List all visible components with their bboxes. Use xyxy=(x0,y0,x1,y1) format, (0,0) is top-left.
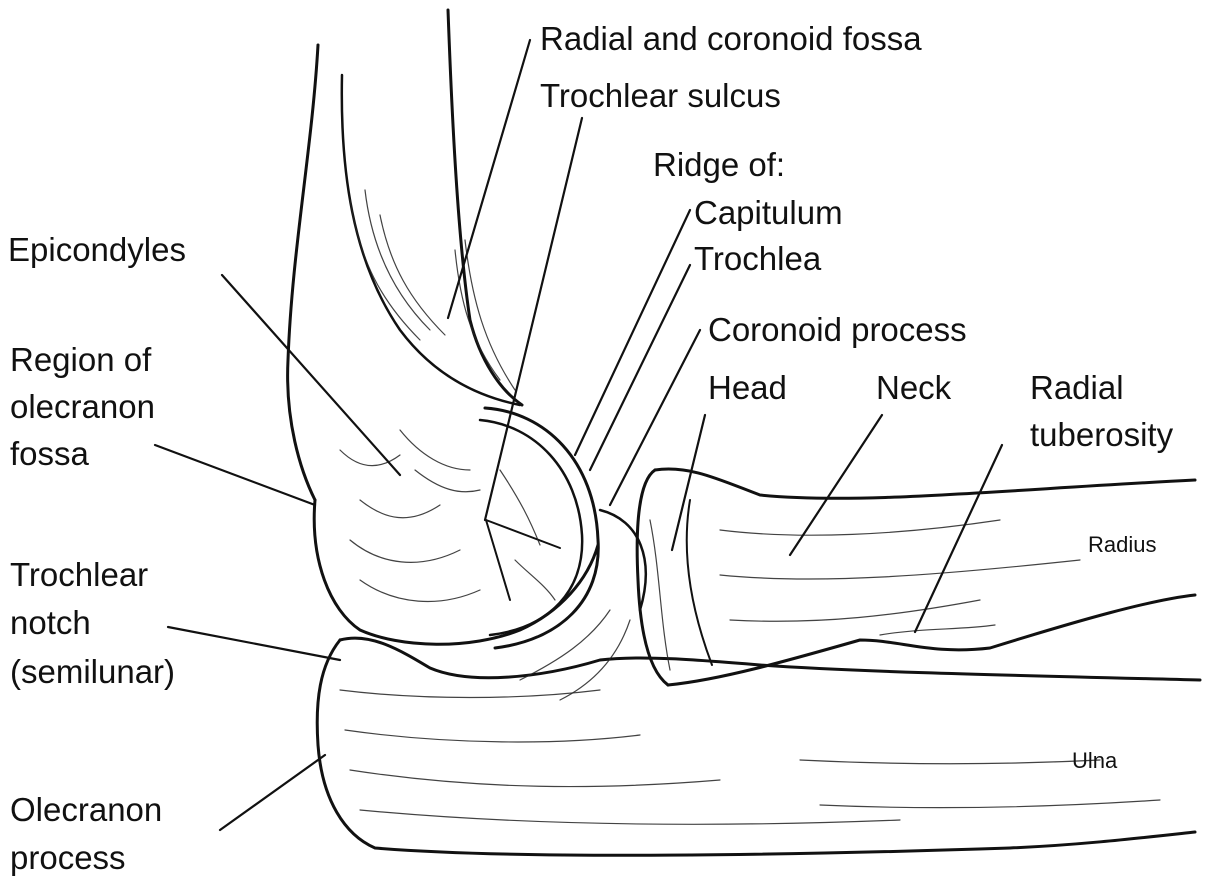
leader-head xyxy=(672,415,705,550)
radius xyxy=(637,469,1195,685)
label-neck: Neck xyxy=(876,368,951,408)
leader-region-olecranon xyxy=(155,445,315,505)
label-epicondyles: Epicondyles xyxy=(8,230,186,270)
leader-trochlear-sulcus xyxy=(485,118,582,520)
label-radial-coronoid-fossa: Radial and coronoid fossa xyxy=(540,19,922,59)
label-trochlear-sulcus: Trochlear sulcus xyxy=(540,76,781,116)
label-head: Head xyxy=(708,368,787,408)
leader-epicondyles xyxy=(222,275,400,475)
label-region-of: Region of xyxy=(10,340,151,380)
label-trochlear: Trochlear xyxy=(10,555,148,595)
leader-trochlear-notch xyxy=(168,627,340,660)
label-ulna: Ulna xyxy=(1072,748,1117,774)
label-ridge-of: Ridge of: xyxy=(653,145,785,185)
label-olecranon-process-1: Olecranon xyxy=(10,790,162,830)
leader-capitulum xyxy=(575,210,690,455)
label-radial: Radial xyxy=(1030,368,1124,408)
label-radius: Radius xyxy=(1088,532,1156,558)
label-notch: notch xyxy=(10,603,91,643)
leader-olecranon-process xyxy=(220,755,325,830)
leader-trochlea xyxy=(590,265,690,470)
humerus-shading xyxy=(340,190,555,601)
label-olecranon: olecranon xyxy=(10,387,155,427)
label-tuberosity: tuberosity xyxy=(1030,415,1173,455)
leader-radial-coronoid-fossa xyxy=(448,40,530,318)
label-coronoid-process: Coronoid process xyxy=(708,310,967,350)
label-olecranon-process-2: process xyxy=(10,838,126,878)
label-fossa: fossa xyxy=(10,434,89,474)
label-capitulum: Capitulum xyxy=(694,193,843,233)
leader-lines xyxy=(155,40,1002,830)
label-semilunar: (semilunar) xyxy=(10,652,175,692)
leader-coronoid-process xyxy=(610,330,700,505)
label-trochlea: Trochlea xyxy=(694,239,821,279)
